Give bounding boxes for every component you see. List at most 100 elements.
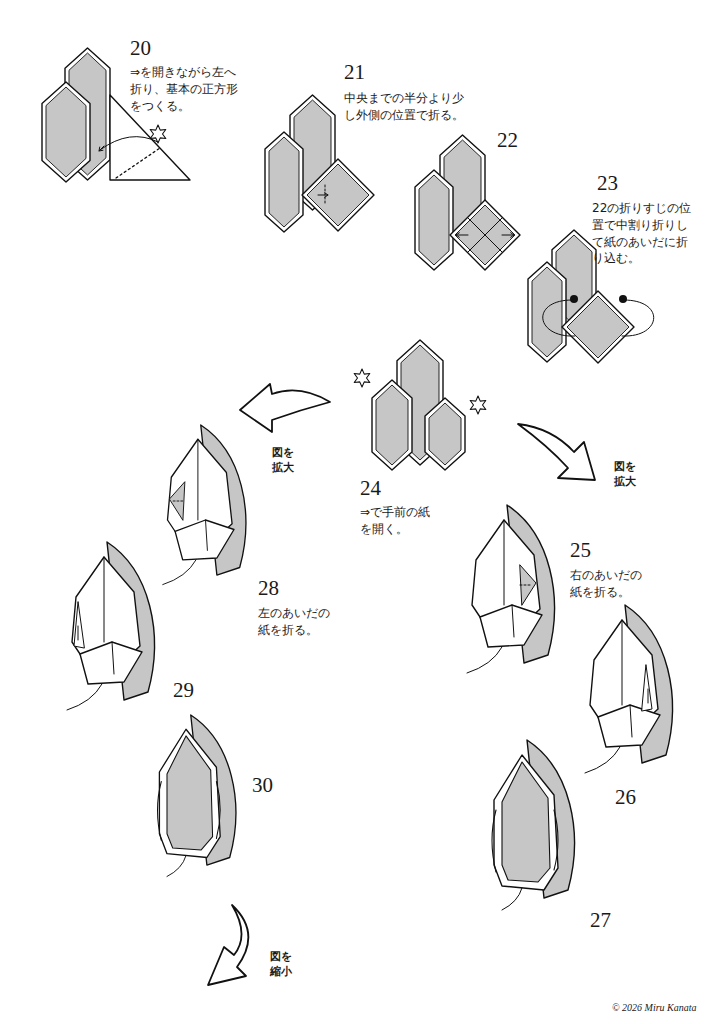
fold-line (112, 642, 114, 674)
paper-face (470, 396, 486, 414)
fold-line (504, 520, 505, 605)
instruction-text: 中央までの半分より少し外側の位置で折る。 (344, 90, 468, 124)
fold-line (67, 684, 102, 710)
fold-line (622, 620, 623, 705)
step-number: 30 (252, 775, 273, 796)
paper-face (150, 125, 166, 143)
fold-line (456, 233, 459, 238)
paper-face (354, 369, 370, 387)
paper-face (450, 200, 520, 270)
fold-line (163, 560, 196, 585)
step-number: 29 (173, 680, 194, 701)
fold-line (590, 620, 658, 720)
paper-face (455, 205, 515, 265)
fold-line (116, 148, 160, 178)
model-figure (163, 425, 246, 585)
fold-line (480, 605, 542, 647)
fold-line (468, 218, 485, 252)
fold-line (543, 300, 575, 336)
fold-line (100, 137, 158, 150)
fold-line (492, 810, 496, 872)
fold-line (169, 482, 184, 520)
paper-face (419, 175, 449, 265)
fold-line (511, 233, 514, 238)
paper-face (302, 159, 374, 231)
fold-line (630, 705, 632, 737)
paper-face (425, 398, 465, 470)
fold-line (554, 810, 558, 870)
step-number: 27 (590, 910, 611, 931)
fold-line (502, 762, 550, 882)
paper-face (265, 132, 303, 232)
fold-line (485, 218, 502, 252)
step-number: 25 (570, 540, 591, 561)
fold-line (175, 520, 234, 560)
fold-line (197, 439, 198, 520)
instruction-text: 左のあいだの紙を折る。 (258, 605, 336, 639)
fold-line (216, 782, 220, 839)
fold-line (456, 235, 468, 236)
step-number: 26 (615, 787, 636, 808)
figures (42, 48, 672, 985)
fold-line (520, 565, 536, 605)
step-number: 23 (597, 173, 618, 194)
fold-line (74, 602, 84, 648)
fold-line (520, 585, 532, 586)
paper-face (562, 291, 634, 363)
fold-line (494, 755, 558, 890)
fold-dot (570, 295, 578, 303)
instruction-text: ⇒で手前の紙を開く。 (360, 504, 438, 538)
fold-line (168, 439, 233, 534)
instruction-text: 22の折りすじの位置で中割り折りして紙のあいだに折り込む。 (592, 200, 692, 267)
fold-dot (619, 295, 627, 303)
paper-face (269, 137, 299, 227)
fold-line (598, 705, 660, 747)
step-number: 28 (258, 578, 279, 599)
fold-line (158, 782, 162, 841)
fold-line (99, 146, 104, 151)
fold-line (78, 626, 79, 640)
fold-line (104, 557, 105, 642)
instruction-text: 右のあいだの紙を折る。 (570, 567, 648, 601)
fold-line (325, 193, 328, 198)
fold-line (167, 856, 186, 877)
zoom-note: 図を縮小 (270, 950, 296, 980)
fold-line (72, 557, 140, 657)
step-number: 21 (344, 62, 365, 83)
zoom-note: 図を拡大 (614, 460, 640, 490)
fold-line (208, 905, 248, 985)
model-figure (467, 505, 554, 673)
paper-face (376, 385, 408, 465)
model-figure (492, 740, 574, 910)
fold-line (99, 147, 103, 151)
model-figure (158, 715, 236, 877)
paper-face (307, 164, 369, 226)
fold-line (502, 888, 522, 910)
model-figure (67, 542, 154, 710)
step-number: 20 (130, 38, 151, 59)
fold-line (648, 689, 649, 703)
fold-line (80, 642, 142, 684)
copyright: © 2026 Miru Kanata (612, 1002, 697, 1013)
paper-face (532, 267, 562, 357)
fold-line (240, 384, 330, 432)
fold-line (167, 736, 213, 850)
zoom-note: 図を拡大 (272, 446, 298, 476)
fold-line (472, 520, 540, 620)
step-number: 24 (360, 478, 381, 499)
paper-face (415, 170, 453, 270)
step-number: 22 (497, 130, 518, 151)
paper-face (429, 403, 461, 465)
paper-face (372, 380, 412, 470)
fold-line (512, 605, 514, 637)
paper-face (42, 82, 90, 182)
fold-line (502, 235, 514, 236)
fold-line (467, 647, 502, 673)
fold-line (206, 520, 208, 550)
fold-line (585, 747, 620, 773)
fold-line (642, 665, 652, 711)
model-figure (585, 605, 672, 773)
fold-line (622, 300, 654, 336)
instruction-text: ⇒を開きながら左へ折り、基本の正方形をつくる。 (130, 64, 242, 114)
paper-face (46, 87, 86, 177)
